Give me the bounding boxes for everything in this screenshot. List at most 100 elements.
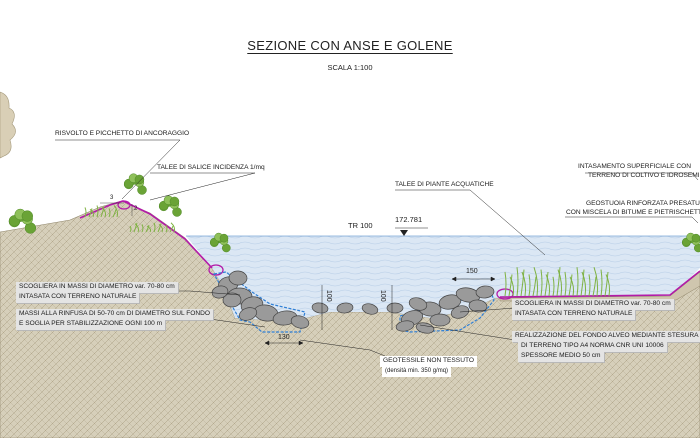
dim-slope-h: 3	[110, 195, 114, 201]
reed	[134, 223, 140, 233]
reed	[581, 271, 587, 297]
reed	[564, 271, 567, 297]
label-intasamento-1: INTASAMENTO SUPERFICIALE CON	[578, 163, 691, 170]
drawing-title: SEZIONE CON ANSE E GOLENE	[247, 38, 453, 53]
reed	[504, 271, 507, 297]
bush-leaf	[134, 174, 145, 185]
reed	[569, 276, 575, 297]
label-scogliera-right-1: SCOGLIERA IN MASSI DI DIAMETRO var. 70-8…	[512, 299, 674, 310]
reed	[557, 269, 563, 297]
label-risvolto: RISVOLTO E PICCHETTO DI ANCORAGGIO	[55, 130, 190, 137]
reed	[100, 206, 105, 218]
bush-leaf	[169, 196, 180, 207]
dim-toe-width: 130	[278, 334, 290, 341]
reed	[588, 274, 591, 297]
reed	[545, 274, 551, 297]
reed	[520, 269, 525, 297]
stone	[222, 292, 242, 308]
stone	[228, 270, 248, 286]
label-intasamento-2: TERRENO DI COLTIVO E IDROSEMINA	[588, 172, 700, 179]
bush-leaf	[21, 210, 33, 222]
reed	[600, 269, 603, 297]
water-elevation-value: 172.781	[395, 215, 423, 224]
stone	[429, 313, 451, 327]
water-level-label: TR 100	[348, 221, 373, 230]
label-geostuoia-2: CON MISCELA DI BITUME E PIETRISCHETTO	[566, 209, 700, 216]
dim-golena-width: 150	[466, 268, 478, 275]
reed	[556, 267, 561, 297]
reed	[592, 276, 597, 297]
reed	[544, 271, 549, 297]
reed	[113, 205, 119, 218]
stone	[290, 315, 310, 329]
anchor-top	[117, 200, 131, 210]
reed	[169, 225, 174, 233]
reed	[593, 267, 599, 297]
reed	[96, 205, 99, 218]
dim-depth-right: 100	[379, 290, 386, 302]
reed	[133, 222, 138, 233]
reed	[604, 271, 609, 297]
dim-depth-left: 100	[325, 290, 332, 302]
reed	[129, 225, 132, 233]
vegetation	[8, 173, 700, 297]
label-talee-salice: TALEE DI SALICE INCIDENZA 1/mq	[157, 164, 265, 171]
reed	[145, 225, 150, 233]
stone	[415, 322, 435, 334]
label-geostuoia-1: GEOSTUOIA RINFORZATA PRESATURATA	[586, 200, 700, 207]
bush-leaf	[219, 233, 229, 243]
reed	[508, 274, 513, 297]
dimension-lines	[100, 202, 496, 346]
dim-slope-v: 2	[134, 206, 138, 212]
reed	[509, 276, 515, 297]
stone	[311, 302, 329, 314]
reed	[605, 274, 611, 297]
reed	[146, 225, 152, 233]
bush-leaf	[691, 233, 700, 243]
label-fondo-1: REALIZZAZIONE DEL FONDO ALVEO MEDIANTE S…	[512, 331, 700, 342]
reed	[158, 224, 164, 233]
drawing-scale: SCALA 1:100	[327, 63, 373, 72]
label-scogliera-left-2: INTASATA CON TERRENO NATURALE	[16, 292, 140, 303]
reed	[533, 267, 539, 297]
reed	[112, 209, 117, 218]
tree-silhouette	[0, 91, 16, 159]
stone	[408, 297, 428, 311]
reed	[532, 276, 537, 297]
reed	[157, 223, 162, 233]
riprap-stones	[211, 270, 495, 334]
label-fondo-2: DI TERRENO TIPO A4 NORMA CNR UNI 10006	[518, 341, 667, 352]
anchor-left-bottom	[208, 264, 224, 276]
reed	[89, 208, 95, 218]
reed	[101, 207, 107, 218]
reed	[552, 276, 555, 297]
label-geotessile-1: GEOTESSILE NON TESSUTO	[380, 356, 477, 367]
reed	[141, 224, 144, 233]
stone	[238, 307, 258, 321]
stone	[211, 285, 229, 299]
reed	[528, 274, 531, 297]
reed	[153, 222, 156, 233]
reed	[576, 267, 579, 297]
elevation-marker	[400, 230, 408, 236]
stone	[386, 302, 404, 314]
stone	[395, 320, 415, 332]
reed	[170, 222, 176, 233]
label-fondo-3: SPESSORE MEDIO 50 cm	[518, 351, 604, 362]
reed	[165, 224, 168, 233]
water-waves	[186, 236, 700, 322]
reed	[540, 269, 543, 297]
label-massi-2: E SOGLIA PER STABILIZZAZIONE OGNI 100 m	[16, 319, 166, 330]
label-geotessile-2: (densità min. 350 g/mq)	[382, 366, 452, 377]
stone	[475, 285, 495, 299]
reed	[84, 207, 87, 218]
reed	[580, 269, 585, 297]
reed	[521, 271, 527, 297]
reed	[108, 208, 111, 218]
label-massi-1: MASSI ALLA RINFUSA DI 50-70 cm DI DIAMET…	[16, 309, 214, 320]
reed	[88, 208, 93, 218]
reed	[516, 267, 519, 297]
stone	[336, 302, 354, 314]
label-talee-piante: TALEE DI PIANTE ACQUATICHE	[395, 181, 494, 188]
